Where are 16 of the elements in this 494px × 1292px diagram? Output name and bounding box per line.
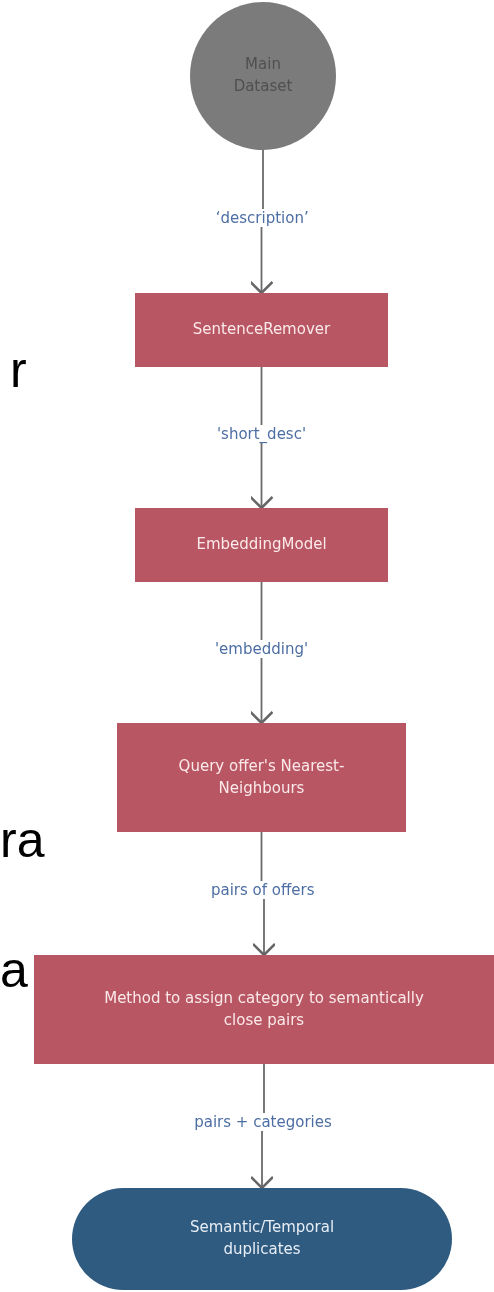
- arrow: [249, 366, 274, 510]
- node-label: EmbeddingModel: [196, 534, 327, 556]
- process-box: [34, 955, 494, 1064]
- edge-label: pairs + categories: [192, 1113, 334, 1131]
- node-label: Semantic/Temporal duplicates: [188, 1217, 336, 1260]
- process-box: [135, 508, 388, 582]
- text-fragment: a: [0, 945, 28, 995]
- arrow: [249, 149, 274, 295]
- text-fragment: r: [10, 345, 27, 395]
- arrow: [249, 581, 274, 725]
- node-label: Query offer's Nearest-Neighbours: [177, 755, 346, 799]
- node-label: Method to assign category to semantically close pairs: [103, 987, 425, 1031]
- text-fragment: ra: [0, 815, 45, 865]
- node-label: SentenceRemover: [192, 319, 331, 341]
- process-box: [135, 293, 388, 367]
- process-box: [117, 723, 406, 832]
